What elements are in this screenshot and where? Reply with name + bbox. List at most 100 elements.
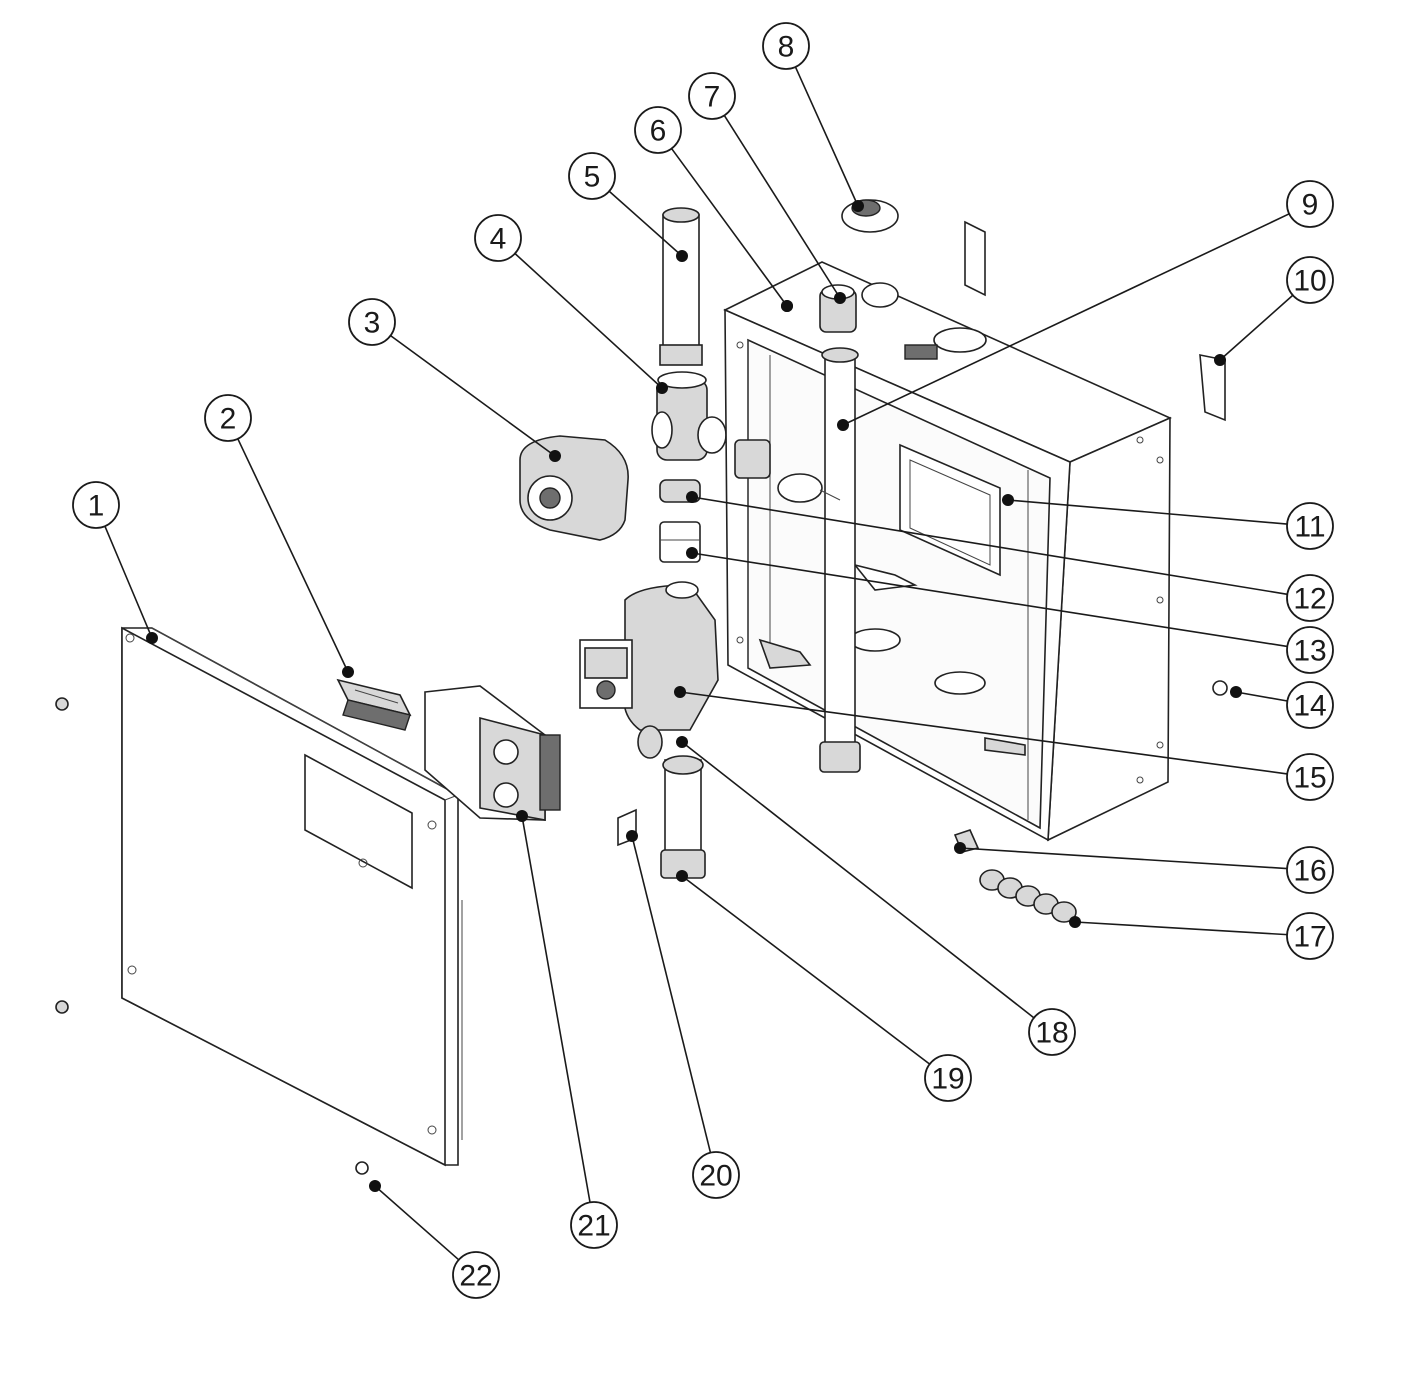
callout-number-13: 13 <box>1293 635 1326 668</box>
callout-number-11: 11 <box>1294 511 1325 544</box>
callout-circle-21 <box>570 1201 618 1249</box>
leader-line-7 <box>723 114 841 299</box>
leader-dot-11 <box>1002 494 1014 506</box>
leader-dot-16 <box>954 842 966 854</box>
leader-dot-7 <box>834 292 846 304</box>
callout-number-21: 21 <box>577 1210 610 1243</box>
callout-circle-17 <box>1286 912 1334 960</box>
leader-dot-1 <box>146 632 158 644</box>
leader-dot-5 <box>676 250 688 262</box>
leader-line-12 <box>691 496 1288 596</box>
leader-line-22 <box>374 1185 460 1261</box>
part-wall-brackets <box>964 220 1226 422</box>
part-grommet <box>841 199 899 233</box>
callout-circle-13 <box>1286 626 1334 674</box>
leader-line-16 <box>959 847 1288 870</box>
part-pipe-long <box>819 347 861 773</box>
leader-line-2 <box>237 438 349 673</box>
part-screws-left <box>55 697 69 1014</box>
callout-circle-19 <box>924 1054 972 1102</box>
part-actuator-motor <box>519 435 629 541</box>
leader-line-19 <box>681 875 931 1065</box>
leader-line-17 <box>1074 921 1288 936</box>
leader-line-10 <box>1219 294 1294 361</box>
leader-line-21 <box>521 815 591 1203</box>
callout-circle-2 <box>204 394 252 442</box>
leader-line-15 <box>679 691 1288 775</box>
leader-line-20 <box>631 835 712 1153</box>
part-controller-module <box>424 685 561 821</box>
callout-circle-9 <box>1286 180 1334 228</box>
callout-number-10: 10 <box>1293 265 1326 298</box>
leader-dot-6 <box>781 300 793 312</box>
leader-line-5 <box>608 190 683 257</box>
callout-circle-20 <box>692 1151 740 1199</box>
leader-dot-10 <box>1214 354 1226 366</box>
leader-dot-4 <box>656 382 668 394</box>
callout-number-14: 14 <box>1293 690 1326 723</box>
callout-circle-4 <box>474 214 522 262</box>
leader-line-4 <box>514 252 663 389</box>
callout-number-8: 8 <box>778 31 795 64</box>
leader-line-3 <box>390 334 556 457</box>
callout-circle-22 <box>452 1251 500 1299</box>
leader-line-9 <box>842 213 1290 426</box>
callout-circle-3 <box>348 298 396 346</box>
callout-circle-14 <box>1286 681 1334 729</box>
callout-circle-18 <box>1028 1008 1076 1056</box>
callout-number-7: 7 <box>704 81 721 114</box>
leader-dot-14 <box>1230 686 1242 698</box>
leader-dot-17 <box>1069 916 1081 928</box>
callout-circle-8 <box>762 22 810 70</box>
leader-dot-12 <box>686 491 698 503</box>
callout-number-16: 16 <box>1293 855 1326 888</box>
leader-line-11 <box>1007 499 1288 525</box>
part-front-cover <box>121 626 463 1167</box>
callout-number-2: 2 <box>220 403 237 436</box>
leader-dot-20 <box>626 830 638 842</box>
callout-number-5: 5 <box>584 161 601 194</box>
leader-dot-9 <box>837 419 849 431</box>
callout-number-19: 19 <box>931 1063 964 1096</box>
leader-line-13 <box>691 552 1288 648</box>
callout-number-9: 9 <box>1302 189 1319 222</box>
part-pipe-lower <box>637 725 706 879</box>
callout-number-15: 15 <box>1293 762 1326 795</box>
callout-circle-6 <box>634 106 682 154</box>
callout-number-1: 1 <box>88 490 105 523</box>
part-housing-box <box>723 261 1172 842</box>
leader-dot-15 <box>674 686 686 698</box>
leader-line-1 <box>104 525 153 639</box>
callout-circle-16 <box>1286 846 1334 894</box>
callout-circle-1 <box>72 481 120 529</box>
part-pipe-elbow <box>734 439 841 503</box>
callout-number-18: 18 <box>1035 1017 1068 1050</box>
callout-circle-10 <box>1286 256 1334 304</box>
leader-dot-18 <box>676 736 688 748</box>
leader-dot-2 <box>342 666 354 678</box>
callout-number-22: 22 <box>459 1260 492 1293</box>
callout-number-20: 20 <box>699 1160 732 1193</box>
leader-dot-3 <box>549 450 561 462</box>
callout-number-4: 4 <box>490 223 507 256</box>
leader-line-6 <box>670 148 788 307</box>
part-top-fitting <box>819 282 899 333</box>
leader-dot-8 <box>852 200 864 212</box>
part-circulation-pump <box>579 581 719 731</box>
callout-circle-11 <box>1286 502 1334 550</box>
callout-number-3: 3 <box>364 307 381 340</box>
callout-number-6: 6 <box>650 115 667 148</box>
leader-line-18 <box>681 741 1035 1019</box>
callout-circle-12 <box>1286 574 1334 622</box>
leader-dot-19 <box>676 870 688 882</box>
callout-circle-5 <box>568 152 616 200</box>
callout-number-17: 17 <box>1293 921 1326 954</box>
part-pipe-upper-left <box>659 207 703 366</box>
leader-line-14 <box>1235 691 1288 702</box>
part-connector-block <box>336 678 412 731</box>
leader-dot-13 <box>686 547 698 559</box>
callout-circle-15 <box>1286 753 1334 801</box>
leader-line-8 <box>794 66 859 207</box>
